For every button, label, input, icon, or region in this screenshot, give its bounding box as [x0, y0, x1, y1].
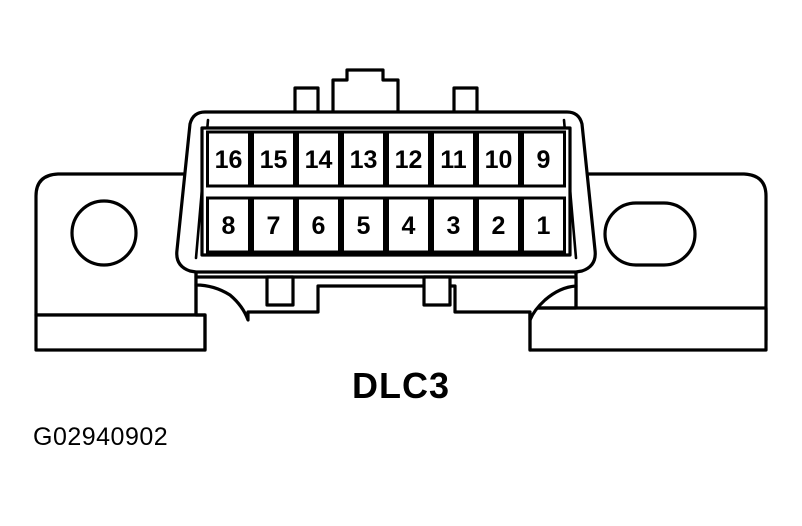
connector-lower-shroud: [194, 275, 578, 322]
pin-number-label: 10: [485, 146, 513, 174]
pin-cavity: [341, 130, 386, 188]
bracket-left-step: [194, 283, 207, 317]
pin-cavity: [251, 130, 296, 188]
bracket-right-step: [528, 284, 578, 310]
mounting-bracket: [34, 172, 768, 352]
pin-number-label: 3: [447, 212, 461, 240]
pin-row-top: 16 15 14 13 12 11 10 9: [206, 130, 566, 188]
page-title: DLC3: [351, 365, 450, 406]
pin-number-label: 8: [222, 212, 236, 240]
connector-bottom-tabs: [265, 275, 452, 307]
pin-number-label: 13: [350, 146, 378, 174]
pin-cavity: [251, 196, 296, 254]
bracket-right-hole-icon: [603, 201, 697, 267]
pin-cavity: [476, 196, 521, 254]
pin-number-label: 7: [267, 212, 281, 240]
pin-cavity: [521, 130, 566, 188]
pin-cavity: [341, 196, 386, 254]
pin-cavity: [431, 130, 476, 188]
bracket-left-hole-icon: [70, 199, 138, 267]
pin-number-label: 16: [215, 146, 243, 174]
pin-number-label: 1: [537, 212, 551, 240]
tab-bottom-right: [422, 275, 452, 307]
pin-number-label: 15: [260, 146, 288, 174]
pin-cavity: [476, 130, 521, 188]
pin-number-label: 11: [440, 146, 467, 174]
pin-cavity: [206, 196, 251, 254]
figure-code-label: G02940902: [33, 423, 169, 451]
pin-number-label: 4: [402, 212, 416, 240]
pin-number-label: 9: [537, 146, 551, 174]
pin-cavity: [296, 196, 341, 254]
pin-cavity: [521, 196, 566, 254]
pin-cavity: [431, 196, 476, 254]
connector-base-shroud: [194, 275, 578, 322]
pin-number-label: 5: [357, 212, 371, 240]
pin-cavity: [386, 130, 431, 188]
bracket-right-flange: [528, 306, 768, 352]
pin-cavity: [296, 130, 341, 188]
pin-cavity: [386, 196, 431, 254]
pin-number-label: 2: [492, 212, 506, 240]
pin-number-label: 6: [312, 212, 326, 240]
pin-row-bottom: 8 7 6 5 4 3 2 1: [206, 196, 566, 254]
pin-number-label: 12: [395, 146, 423, 174]
pin-cavity: [206, 130, 251, 188]
tab-bottom-left: [265, 275, 295, 307]
bracket-left-flange: [34, 313, 207, 352]
pin-number-label: 14: [305, 146, 333, 174]
